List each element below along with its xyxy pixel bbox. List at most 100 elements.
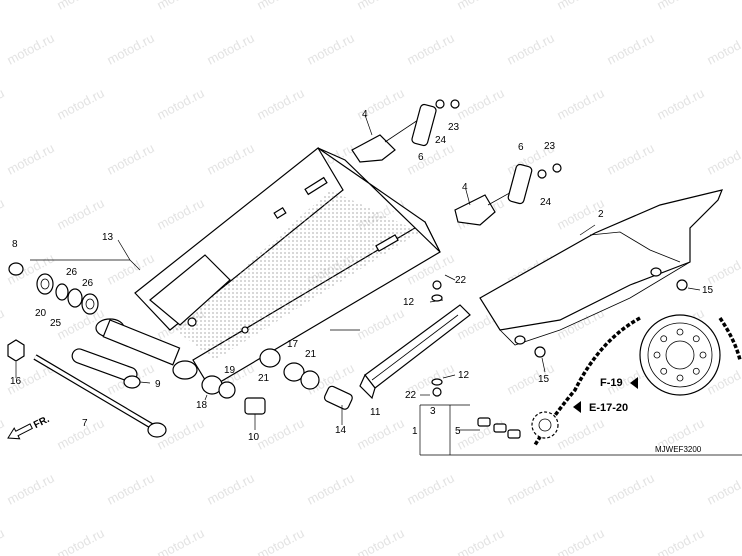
watermark-text: motod.ru [704,250,742,287]
sprocket-hole [676,374,684,382]
watermark-text: motod.ru [54,0,106,13]
callout-16: 16 [10,376,22,387]
diagram-code: MJWEF3200 [655,445,702,454]
callout-18: 18 [196,400,208,411]
callout-25: 25 [50,318,62,329]
guard-bolts [534,279,688,358]
watermark-text: motod.ru [404,140,456,177]
callout-1: 1 [412,426,418,437]
watermark-text: motod.ru [404,30,456,67]
watermark-text: motod.ru [4,140,56,177]
watermark-text: motod.ru [0,415,7,452]
watermark-text: motod.ru [354,305,406,342]
watermark-text: motod.ru [704,140,742,177]
leader-lines [15,114,742,456]
watermark-text: motod.ru [454,85,506,122]
watermark-text: motod.ru [0,0,7,13]
watermark-text: motod.ru [254,415,306,452]
watermark-text: motod.ru [4,30,56,67]
watermark-text: motod.ru [304,470,356,507]
watermark-text: motod.ru [204,470,256,507]
callout-23-b: 23 [544,141,556,152]
watermark-text: motod.ru [0,525,7,556]
watermark-text: motod.ru [654,525,706,556]
callout-9: 9 [155,379,161,390]
watermark-text: motod.ru [254,525,306,556]
callout-26-b: 26 [82,278,94,289]
sprocket-hole [692,335,700,343]
watermark-text: motod.ru [354,525,406,556]
watermark-text: motod.ru [554,415,606,452]
arrow-down-left-icon [7,423,33,440]
ref-f19-label: F-19 [600,377,623,389]
watermark-text: motod.ru [454,525,506,556]
watermark-text: motod.ru [604,470,656,507]
callout-10: 10 [248,432,260,443]
watermark-text: motod.ru [554,0,606,13]
sprocket-hole [692,367,700,375]
callout-4-a: 4 [362,109,368,120]
callout-15-a: 15 [702,285,714,296]
watermark-text: motod.ru [554,85,606,122]
bushings-lower [201,348,353,415]
callout-12-a: 12 [403,297,415,308]
sprocket-hole [653,351,661,359]
watermark-text: motod.ru [0,305,7,342]
chain-guard [479,189,723,346]
callout-15-b: 15 [538,374,550,385]
watermark-text: motod.ru [704,470,742,507]
sprocket-hole [660,335,668,343]
watermark-text: motod.ru [604,140,656,177]
callout-22-b: 22 [405,390,417,401]
watermark-text: motod.ru [104,470,156,507]
watermark-text: motod.ru [304,30,356,67]
callout-14: 14 [335,425,347,436]
adjuster-nuts [435,99,562,179]
callout-13: 13 [102,232,114,243]
sprocket-hole [676,328,684,336]
watermark-text: motod.ru [54,85,106,122]
callout-19: 19 [224,365,236,376]
callout-17: 17 [287,339,299,350]
watermark-text: motod.ru [254,0,306,13]
callout-22-a: 22 [455,275,467,286]
master-link [477,417,521,439]
bearings-left [36,273,99,315]
watermark-text: motod.ru [104,30,156,67]
pivot-nut [7,339,25,362]
callout-4-b: 4 [462,182,468,193]
watermark-text: motod.ru [704,30,742,67]
sprocket-hole [699,351,707,359]
cap-8 [8,262,24,276]
watermark-text: motod.ru [4,470,56,507]
watermark-text: motod.ru [154,195,206,232]
chain-slider [359,304,471,400]
pivot-bolt [33,354,167,438]
front-label: FR. [32,414,52,431]
ref-f19: F-19 [600,377,638,389]
watermark-text: motod.ru [104,140,156,177]
callout-24-b: 24 [540,197,552,208]
watermark-text: motod.ru [654,85,706,122]
callout-23-a: 23 [448,122,460,133]
arrow-left-icon [630,377,638,389]
ref-e1720-label: E-17-20 [589,402,628,414]
callout-2: 2 [598,209,604,220]
watermark-text: motod.ru [154,85,206,122]
callout-24-a: 24 [435,135,447,146]
front-direction: FR. [7,414,52,440]
watermark-text: motod.ru [54,195,106,232]
watermark-text: motod.ru [504,470,556,507]
sprocket-chain [531,314,742,446]
watermark-text: motod.ru [0,85,7,122]
watermark-text: motod.ru [554,525,606,556]
callout-11: 11 [370,407,381,418]
callout-8: 8 [12,239,18,250]
watermark-text: motod.ru [354,415,406,452]
swingarm [95,147,441,389]
callout-6-b: 6 [518,142,524,153]
callout-5: 5 [455,426,461,437]
adjuster-plates [411,103,533,205]
